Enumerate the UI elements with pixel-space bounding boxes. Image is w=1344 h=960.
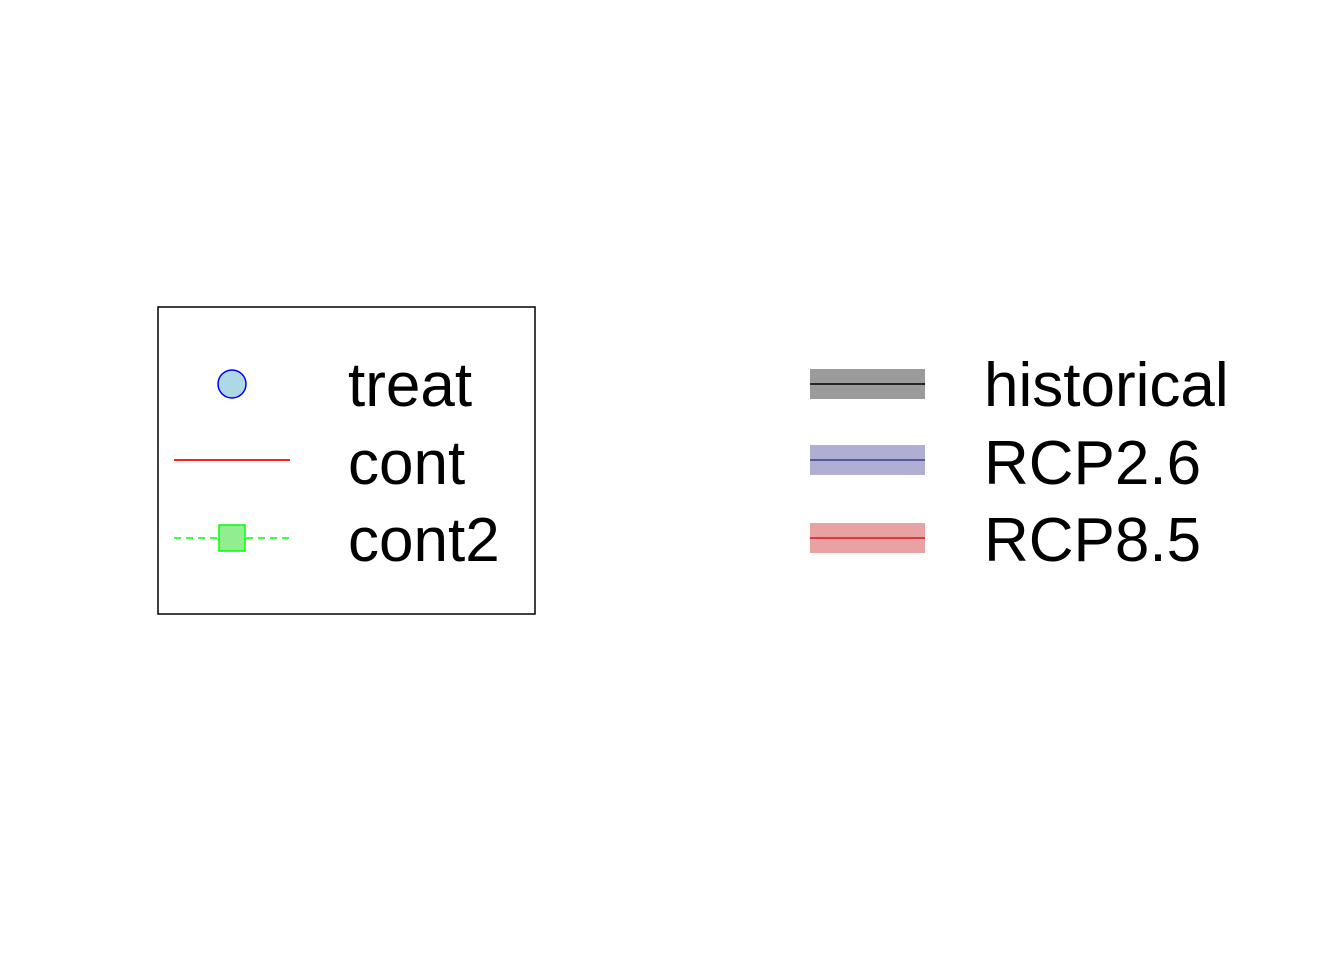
legend-entry-treat: treat [217,351,472,420]
legend-label-historical: historical [984,351,1229,420]
legend-label-cont: cont [348,429,465,498]
legend-label-cont2: cont2 [348,506,500,575]
square-icon [218,524,246,552]
legend-entry-cont: cont [174,429,465,498]
legend-left: treat cont cont2 [157,306,536,615]
circle-icon [217,369,247,399]
legend-label-rcp85: RCP8.5 [984,506,1201,575]
legend-entry-rcp26: RCP2.6 [810,429,1201,498]
legend-entry-rcp85: RCP8.5 [810,506,1201,575]
legend-left-box [157,306,536,615]
legend-right: historical RCP2.6 RCP8.5 [810,351,1229,575]
legend-entry-cont2: cont2 [174,506,500,575]
legend-label-rcp26: RCP2.6 [984,429,1201,498]
legend-entry-historical: historical [810,351,1229,420]
legend-label-treat: treat [348,351,472,420]
